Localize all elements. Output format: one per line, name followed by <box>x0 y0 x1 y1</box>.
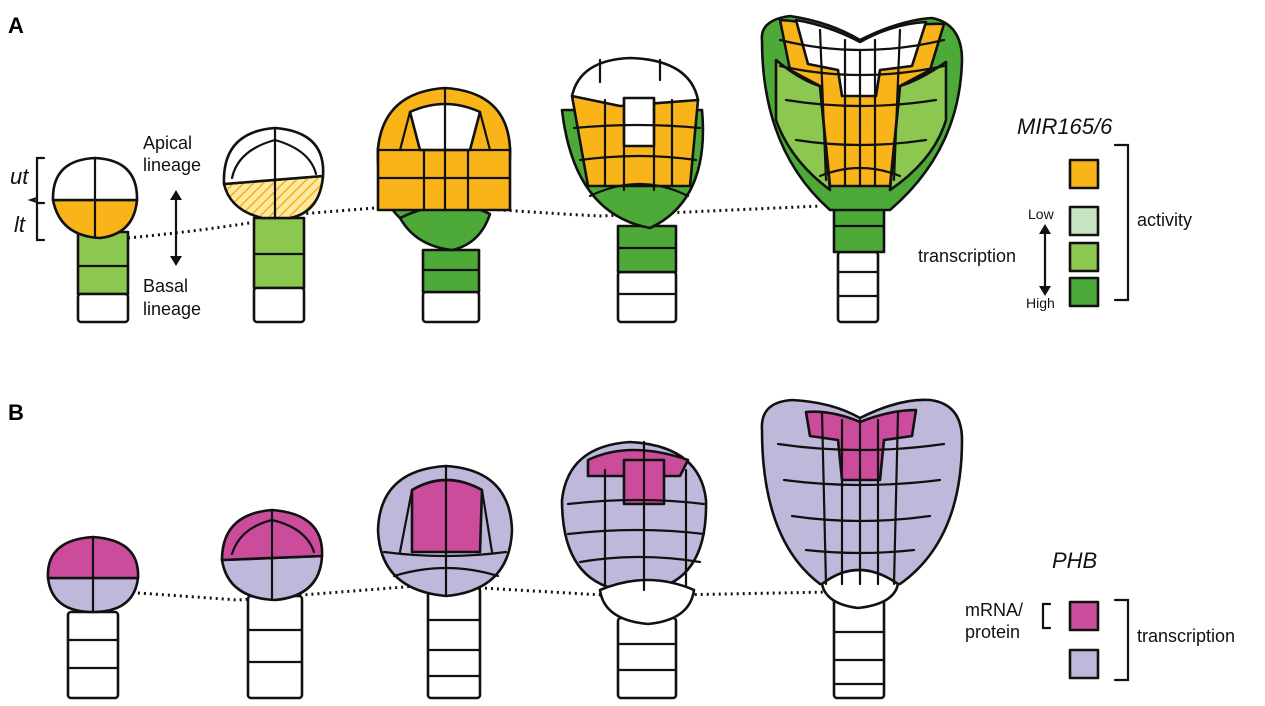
embryo-a3 <box>378 88 510 322</box>
gene-label-b: PHB <box>1052 548 1097 573</box>
high-label: High <box>1026 295 1055 311</box>
legend-bracket-transcription <box>1115 600 1128 680</box>
basal-label-line2: lineage <box>143 299 201 319</box>
suspensor-cell <box>78 232 128 294</box>
panel-a-label: A <box>8 13 24 38</box>
basal-label-line1: Basal <box>143 276 188 296</box>
panel-b-label: B <box>8 400 24 425</box>
transcription-label-b: transcription <box>1137 626 1235 646</box>
embryo-a2 <box>224 128 323 322</box>
embryo-b5 <box>762 400 962 698</box>
embryo-b4 <box>562 442 706 698</box>
apical-label-line1: Apical <box>143 133 192 153</box>
embryo-a1 <box>53 158 137 322</box>
ut-label: ut <box>10 164 29 189</box>
apical-label-line2: lineage <box>143 155 201 175</box>
legend-bracket-activity <box>1115 145 1128 300</box>
low-label: Low <box>1028 206 1055 222</box>
embryo-b3 <box>378 466 512 698</box>
lt-label: lt <box>14 212 26 237</box>
embryo-b2 <box>222 510 322 698</box>
legend-bracket-mrna <box>1043 604 1050 628</box>
legend-swatch-magenta <box>1070 602 1098 630</box>
activity-label: activity <box>1137 210 1192 230</box>
legend-swatch-green-dark <box>1070 278 1098 306</box>
legend-swatch-green-light <box>1070 207 1098 235</box>
legend-swatch-lavender <box>1070 650 1098 678</box>
transcription-label-a: transcription <box>918 246 1016 266</box>
legend-swatch-orange <box>1070 160 1098 188</box>
embryo-a4 <box>562 58 703 322</box>
embryo-b1 <box>48 537 138 698</box>
legend-swatch-green-mid <box>1070 243 1098 271</box>
suspensor-cell <box>78 294 128 322</box>
mrna-label-line1: mRNA/ <box>965 600 1023 620</box>
embryo-a5 <box>762 16 962 322</box>
mrna-label-line2: protein <box>965 622 1020 642</box>
gene-label-a: MIR165/6 <box>1017 114 1113 139</box>
